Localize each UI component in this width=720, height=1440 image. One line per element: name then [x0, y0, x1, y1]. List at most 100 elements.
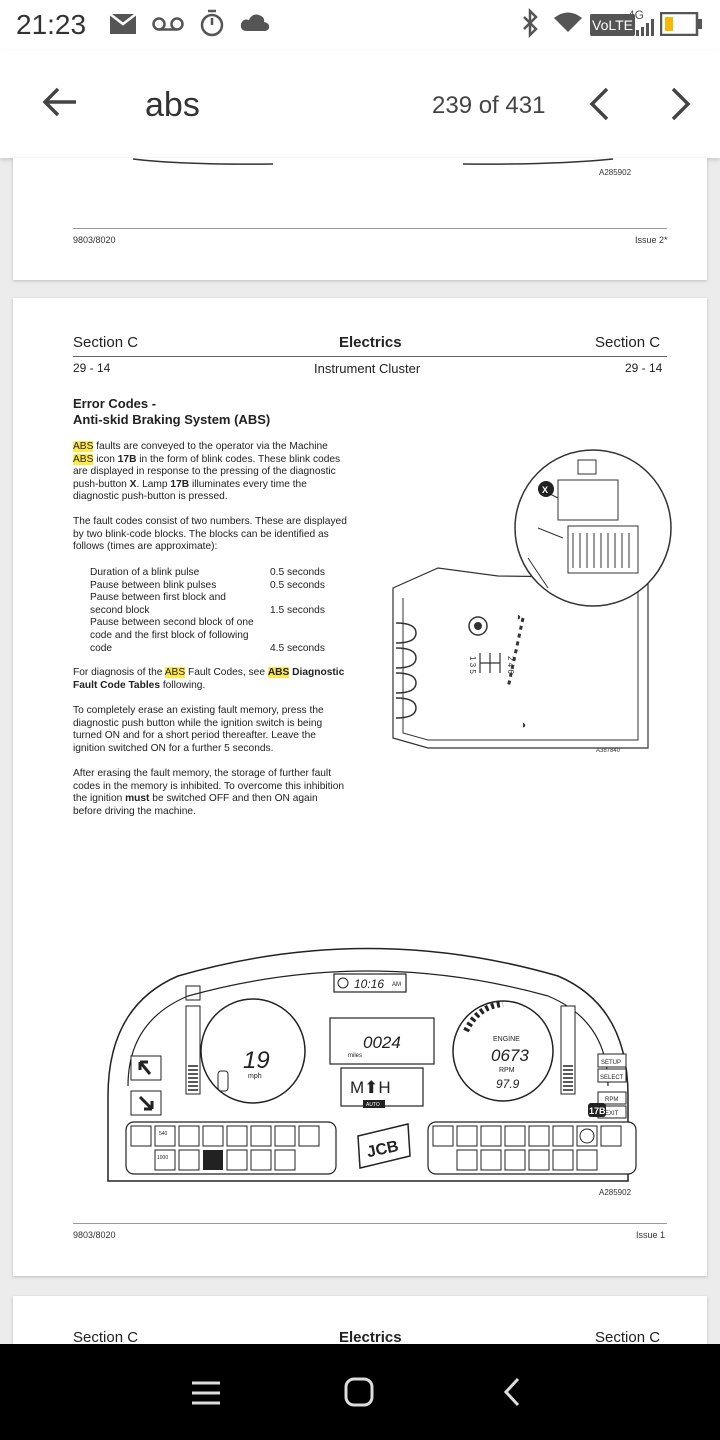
doc-id: 9803/8020 [73, 1230, 116, 1240]
instrument-cluster-figure: 10:16 AM 19 mph 0024 miles M⬆H AUTO ENGI… [107, 947, 637, 1182]
recent-apps-icon[interactable] [190, 1378, 222, 1408]
timing-label: second block [90, 604, 150, 616]
diagnostic-button-figure: 2 4 6 1 3 5 ◑ ◑ X [392, 449, 672, 749]
lamp-17b-label: 17B [589, 1106, 606, 1116]
footer-rule [73, 228, 667, 229]
voicemail-icon [152, 17, 184, 31]
text-line: follows (times are approximate): [73, 541, 218, 553]
battery-icon [660, 12, 702, 36]
miles-label: miles [348, 1053, 362, 1059]
paragraph-5: After erasing the fault memory, the stor… [73, 768, 363, 818]
timing-row: second block 1.5 seconds [90, 605, 360, 618]
page-number-left: 29 - 14 [73, 361, 111, 375]
next-match-icon[interactable] [660, 84, 700, 124]
highlight-abs: ABS [73, 453, 94, 465]
rpm-value: 97.9 [496, 1077, 520, 1091]
text-span: faults are conveyed to the operator via … [93, 441, 328, 452]
gear-pattern-bottom: 1 3 5 [468, 656, 477, 674]
paragraph-2: The fault codes consist of two numbers. … [73, 516, 358, 554]
timing-label: Pause between second block of one [90, 617, 254, 629]
wifi-icon [554, 12, 582, 32]
doc-id: 9803/8020 [73, 235, 116, 245]
paragraph-1: ABS faults are conveyed to the operator … [73, 441, 358, 504]
search-toolbar: abs 239 of 431 [0, 50, 720, 158]
cluster-clock: 10:16 [354, 977, 384, 991]
timing-row: Pause between second block of one [90, 617, 360, 630]
highlight-abs: ABS [73, 441, 94, 452]
text-span: illuminates every time the [189, 478, 307, 490]
figure-id: A387840 [596, 748, 621, 754]
timing-value: 4.5 seconds [270, 642, 325, 654]
figure-id: A285902 [599, 168, 632, 177]
page-title: Electrics [339, 334, 402, 351]
text-span: icon [93, 453, 118, 465]
setup-label: SETUP [601, 1060, 621, 1066]
text-span: Fault Codes, see [185, 667, 268, 678]
footer-rule [73, 1223, 667, 1224]
text-line: ignition switched ON for a further 5 sec… [73, 742, 274, 754]
highlight-abs: ABS [267, 667, 290, 678]
status-time: 21:23 [16, 9, 87, 40]
fig-symbol: ◑ [515, 612, 521, 623]
status-bar: 21:23 VoLTE 4G [0, 0, 720, 50]
back-arrow-icon[interactable] [40, 82, 80, 122]
text-line: After erasing the fault memory, the stor… [73, 768, 332, 779]
navigation-bar [0, 1344, 720, 1440]
engine-value: 0673 [491, 1046, 529, 1065]
fig-symbol: ◑ [520, 720, 526, 731]
heading-line-1: Error Codes - [73, 396, 157, 411]
text-span: in the form of blink codes. These blink … [136, 453, 341, 465]
timing-row: code and the first block of following [90, 630, 360, 643]
timing-value: 1.5 seconds [270, 604, 325, 616]
text-line: by two blink-code blocks. The blocks can… [73, 528, 329, 540]
auto-label: AUTO [366, 1102, 380, 1108]
speed-unit: mph [248, 1073, 262, 1080]
timing-value: 0.5 seconds [270, 567, 325, 578]
timing-row: Pause between first block and [90, 592, 360, 605]
bold-x: X [129, 478, 137, 490]
pto-540-label: 540 [159, 1131, 168, 1137]
mail-icon [110, 14, 136, 34]
text-span: be switched OFF and then ON again [149, 793, 318, 805]
text-line: turned ON and for a short period thereaf… [73, 730, 316, 742]
text-line: are displayed in response to the pressin… [73, 466, 336, 478]
text-line: To completely erase an existing fault me… [73, 705, 324, 716]
bluetooth-icon [523, 8, 538, 38]
cluster-clock-ampm: AM [392, 982, 401, 988]
pto-1000-label: 1000 [157, 1155, 168, 1161]
gear-pattern-top: 2 4 6 [506, 656, 515, 674]
home-icon[interactable] [343, 1376, 375, 1408]
miles-value: 0024 [363, 1033, 401, 1052]
section-left: Section C [73, 334, 139, 351]
page-number-right: 29 - 14 [625, 361, 663, 375]
bold-text: must [125, 793, 150, 805]
previous-match-icon[interactable] [580, 84, 620, 124]
text-span: For diagnosis of the [73, 667, 165, 678]
timing-label: Pause between first block and [90, 592, 226, 604]
back-icon[interactable] [500, 1376, 524, 1408]
stopwatch-icon [200, 9, 224, 37]
rpm-label: RPM [499, 1067, 515, 1074]
timing-label: Pause between blink pulses [90, 579, 217, 591]
paragraph-3: For diagnosis of the ABS Fault Codes, se… [73, 667, 363, 692]
signal-icon [636, 19, 654, 36]
engine-label: ENGINE [493, 1036, 520, 1043]
text-line: codes in the memory is inhibited. To ove… [73, 780, 345, 792]
paragraph-4: To completely erase an existing fault me… [73, 705, 363, 755]
transmission-display: M⬆H [350, 1078, 391, 1097]
exit-label: EXIT [605, 1111, 619, 1117]
header-rule [73, 356, 667, 357]
text-line: before driving the machine. [73, 805, 196, 817]
select-label: SELECT [600, 1075, 624, 1081]
section-left: Section C [73, 1329, 139, 1346]
bold-17b: 17B [117, 453, 137, 465]
page-subtitle: Instrument Cluster [314, 361, 421, 376]
text-line: diagnostic push-button is pressed. [73, 491, 228, 503]
highlight-abs: ABS [164, 667, 186, 678]
issue-label: Issue 2* [635, 235, 668, 245]
search-query[interactable]: abs [145, 86, 200, 124]
text-line: The fault codes consist of two numbers. … [73, 516, 347, 527]
